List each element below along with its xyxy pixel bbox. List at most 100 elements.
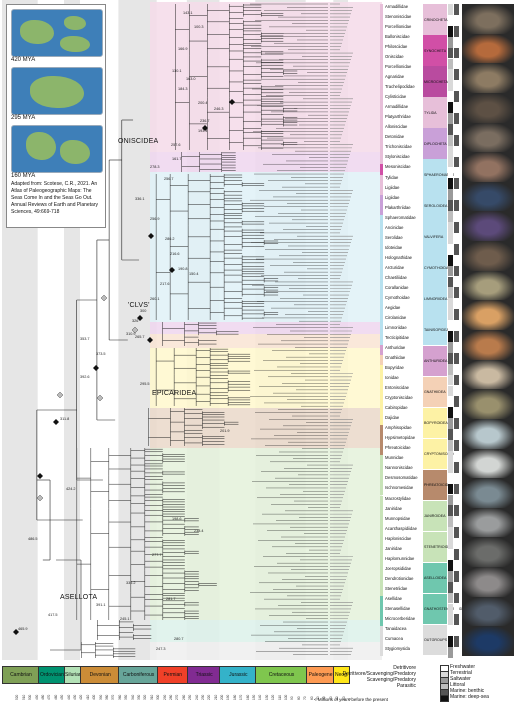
family-swatch (380, 405, 383, 416)
family-label: Arcturidae (385, 264, 405, 270)
node-age-label: 247.3 (156, 647, 166, 651)
suborder-swatch (423, 35, 447, 66)
time-tick-label: 210 (213, 694, 218, 700)
period-box: Silurian (64, 666, 83, 684)
diet-cell (454, 80, 459, 92)
diet-cell (454, 396, 459, 408)
habitat-cell (448, 320, 453, 331)
habitat-cell (448, 36, 453, 48)
diet-cell (454, 58, 459, 70)
node-age-label: 130.1 (172, 69, 182, 73)
specimen-photo (462, 122, 514, 154)
paleo-map-420 (11, 9, 103, 57)
habitat-cell (448, 581, 453, 593)
specimen-photo (462, 241, 514, 272)
node-age-label: 193.4 (198, 129, 208, 133)
node-age-label: 198.6 (172, 517, 182, 521)
family-swatch (380, 74, 383, 85)
node-age-label: 200.4 (198, 101, 208, 105)
habitat-legend-item: Littoral (450, 682, 466, 688)
habitat-cell (448, 559, 453, 571)
clade-shade (150, 348, 382, 408)
family-label: Armadillidae (385, 4, 409, 9)
habitat-cell (448, 374, 453, 386)
family-label: Munnopsidae (385, 515, 411, 521)
family-label: Trichoniscidae (385, 144, 412, 150)
time-tick-label: 90 (290, 696, 295, 700)
diet-cell (454, 440, 459, 451)
paleo-map-295 (11, 67, 103, 115)
suborder-label: SPHAEROMATIDEA (424, 172, 458, 177)
time-tick-label: 190 (226, 694, 231, 700)
habitat-cell (448, 243, 453, 255)
time-tick-label: 240 (194, 694, 199, 700)
family-label: Cabiropidae (385, 405, 408, 411)
habitat-cell (448, 429, 453, 440)
suborder-label: TAINISOPIDEA (424, 328, 449, 332)
family-swatch (380, 254, 383, 265)
habitat-cell (448, 309, 453, 321)
family-label: Dajidae (385, 415, 400, 421)
suborder-label: SEROLOIDEA (424, 203, 448, 208)
calibration-node-marker (13, 629, 19, 635)
time-tick-label: 100 (284, 694, 289, 700)
suborder-swatch (423, 345, 447, 377)
node-age-label: 216.6 (170, 252, 180, 256)
diet-cell (454, 47, 459, 59)
family-swatch (380, 615, 383, 626)
time-tick-label: 520 (15, 694, 20, 700)
node-age-label: 236.7 (200, 119, 210, 123)
diet-cell (454, 211, 459, 222)
family-swatch (380, 164, 383, 175)
suborder-label: ANTHURIDEA (424, 359, 448, 364)
habitat-cell (448, 647, 453, 658)
time-tick-label: 420 (79, 694, 84, 700)
map-label-160: 160 MYA (11, 173, 36, 179)
habitat-cell (448, 461, 453, 473)
diet-legend-item: Detritivore/Scavenging/Predatory (342, 671, 416, 677)
habitat-cell (448, 232, 453, 244)
family-swatch (380, 204, 383, 215)
family-label: Detonidae (385, 134, 405, 140)
family-swatch (380, 365, 383, 376)
family-swatch (380, 284, 383, 295)
specimen-photo (462, 389, 514, 420)
node-age-label: 424.2 (66, 487, 76, 491)
suborder-label: SYNOCHETA (424, 48, 447, 53)
suborder-swatch (423, 128, 447, 159)
diet-cell (454, 254, 459, 266)
time-tick-label: 460 (53, 694, 58, 700)
family-swatch (380, 124, 383, 135)
family-swatch (380, 335, 383, 346)
family-label: Agnaridae (385, 74, 405, 80)
paleo-maps-panel: 420 MYA 295 MYA 160 MYA Adapted from: Sc… (6, 4, 106, 228)
time-tick-label: 110 (277, 694, 282, 700)
node-age-label: 190.8 (178, 267, 188, 271)
node-age-label: 486.5 (28, 537, 38, 541)
habitat-legend-item: Marine: benthic (450, 688, 485, 694)
tree-branches: 143.1100.3166.9130.1184.3163.0200.4246.3… (13, 3, 353, 658)
suborder-swatch (423, 376, 447, 408)
suborder-label: TYLIDA (424, 110, 437, 115)
time-tick-label: 220 (207, 694, 212, 700)
time-tick-label: 340 (130, 694, 135, 700)
landmass (20, 20, 54, 44)
specimen-photo (462, 33, 514, 65)
node-age-label: 161.7 (172, 157, 182, 161)
family-label: Phreatoicidae (385, 445, 411, 451)
time-tick-label: 150 (252, 694, 257, 700)
family-swatch (380, 595, 383, 606)
time-tick-label: 130 (264, 694, 269, 700)
suborder-label: JANIROIDEA (424, 514, 446, 519)
node-age-label: 392.6 (80, 375, 90, 379)
habitat-cell (448, 69, 453, 81)
node-age-label: 256.7 (164, 177, 174, 181)
family-swatch (380, 455, 383, 466)
family-swatch (380, 224, 383, 235)
diet-cell (454, 309, 459, 321)
node-age-label: 281.7 (166, 597, 176, 601)
habitat-cell (448, 483, 453, 495)
node-age-label: 295.5 (140, 382, 150, 386)
habitat-cell (448, 472, 453, 484)
habitat-cell (448, 494, 453, 506)
